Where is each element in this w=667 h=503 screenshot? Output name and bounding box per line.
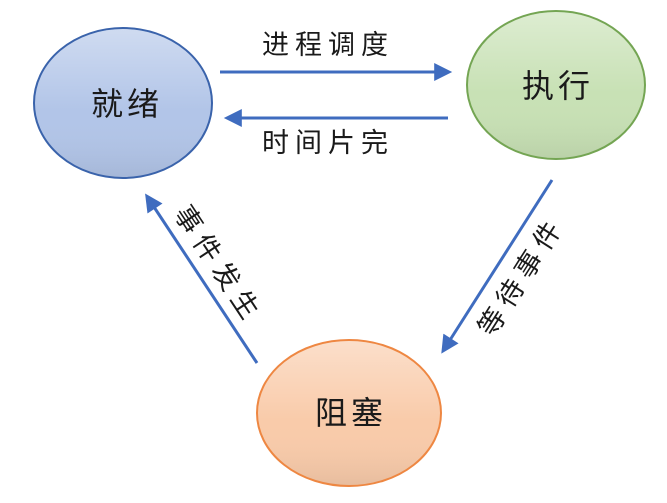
edge-dispatch: 进程调度 bbox=[220, 30, 453, 81]
edge-event-occurs-arrow bbox=[145, 193, 259, 364]
node-ready-label: 就绪 bbox=[91, 86, 163, 122]
node-ready-gloss bbox=[35, 29, 211, 177]
node-running-gloss bbox=[468, 12, 644, 158]
edge-timeslice: 时间片完 bbox=[223, 109, 448, 158]
node-blocked: 阻塞 bbox=[256, 339, 442, 487]
node-blocked-label: 阻塞 bbox=[315, 395, 387, 431]
edge-event-occurs-label: 事件发生 bbox=[168, 200, 268, 330]
edge-dispatch-label: 进程调度 bbox=[262, 30, 394, 60]
edge-timeslice-label: 时间片完 bbox=[262, 128, 394, 158]
edge-wait-event: 等待事件 bbox=[441, 179, 571, 354]
edge-event-occurs: 事件发生 bbox=[145, 193, 268, 364]
edge-wait-event-arrow bbox=[441, 179, 554, 354]
node-blocked-gloss bbox=[258, 341, 440, 485]
node-ready: 就绪 bbox=[33, 27, 213, 179]
node-running: 执行 bbox=[466, 10, 646, 160]
node-running-label: 执行 bbox=[522, 68, 594, 104]
